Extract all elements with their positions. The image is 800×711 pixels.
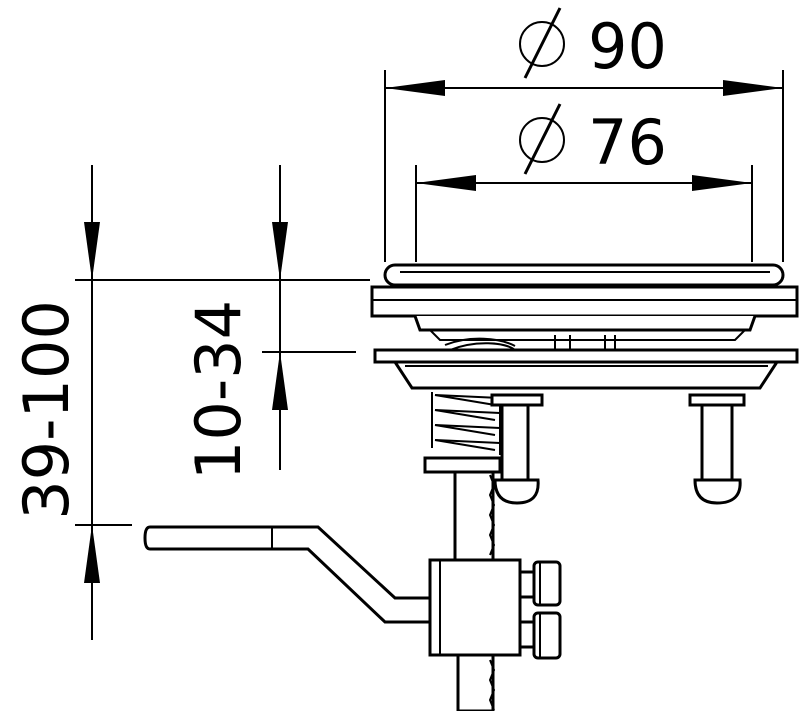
inner-diameter-label: 76 — [588, 106, 667, 179]
diameter-symbol-icon — [519, 7, 565, 79]
total-height-label: 39-100 — [10, 300, 83, 520]
knob-lower — [518, 611, 562, 660]
dimension-total-height: 39-100 — [10, 165, 370, 640]
shaft — [453, 470, 495, 564]
knob-upper — [518, 560, 562, 607]
lid-body — [413, 315, 757, 332]
handle — [143, 525, 434, 624]
mounting-plate — [373, 348, 799, 364]
lid — [383, 263, 785, 287]
cup — [392, 360, 780, 390]
latch-part — [143, 263, 799, 711]
dimension-clamp-range: 10-34 — [182, 165, 356, 480]
flange — [370, 285, 799, 318]
bolt-right — [688, 393, 746, 505]
dimension-outer-diameter: 90 — [384, 7, 784, 262]
spring-washer — [423, 456, 502, 474]
cam-block — [428, 558, 522, 657]
diameter-symbol-icon — [519, 103, 565, 175]
clamp-range-label: 10-34 — [182, 300, 255, 480]
spring — [431, 392, 501, 455]
outer-diameter-label: 90 — [588, 10, 667, 83]
dimension-inner-diameter: 76 — [415, 103, 753, 262]
bolt-left — [490, 393, 544, 505]
